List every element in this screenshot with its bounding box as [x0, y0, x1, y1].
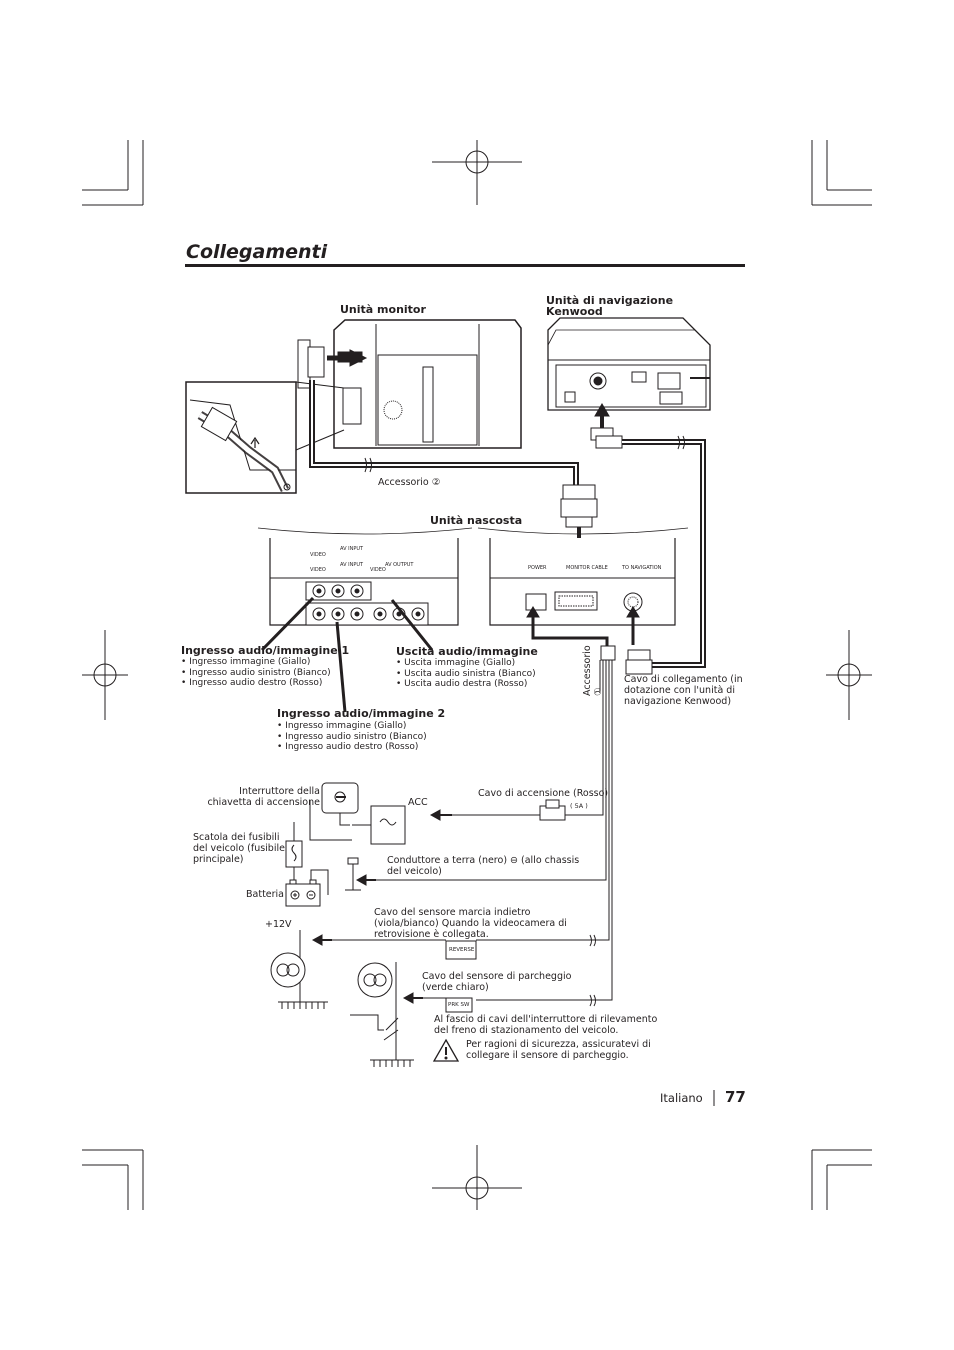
panel-video-3: VIDEO	[370, 567, 386, 573]
av-leader-lines	[260, 596, 434, 713]
panel-av-input: AV INPUT	[340, 562, 364, 568]
monitor-cable-inner	[311, 380, 577, 485]
ground-arrow	[355, 874, 376, 886]
accessory-1-label: Accessorio ①	[582, 645, 604, 696]
registration-mark-right	[826, 630, 872, 720]
monitor-unit	[333, 319, 522, 449]
list-item: Uscita immagine (Giallo)	[396, 658, 536, 669]
acc-arrow	[429, 809, 452, 821]
harness-wires	[360, 660, 613, 1001]
acc-fuse-box	[352, 805, 406, 845]
ignition-switch-label: Interruttore della chiavetta di accensio…	[207, 786, 320, 808]
cable-break-1	[364, 457, 372, 473]
parking-lamp	[350, 962, 414, 1067]
ground-wire-label: Conduttore a terra (nero) ⊖ (allo chassi…	[387, 855, 580, 877]
accessory-2-label: Accessorio ②	[378, 477, 441, 488]
nav-link-cable-inner	[622, 441, 704, 666]
monitor-unit-label: Unità monitor	[340, 303, 426, 316]
list-item: Uscita audio sinistra (Bianco)	[396, 669, 536, 680]
av-input-1-list: Ingresso immagine (Giallo) Ingresso audi…	[181, 657, 331, 689]
cable-breaks-harness	[589, 934, 596, 1007]
list-item: Ingresso immagine (Giallo)	[181, 657, 331, 668]
hidden-unit-right	[477, 527, 689, 626]
panel-av-input-top: AV INPUT	[340, 546, 364, 552]
panel-power: POWER	[528, 565, 547, 571]
panel-monitor-cable: MONITOR CABLE	[566, 565, 608, 571]
warning-icon	[432, 1038, 460, 1062]
parking-arrow	[402, 992, 423, 1004]
plus-12v-label: +12V	[265, 919, 292, 930]
hidden-unit-label: Unità nascosta	[430, 514, 523, 527]
av-output-list: Uscita immagine (Giallo) Uscita audio si…	[396, 658, 536, 690]
list-item: Ingresso audio destro (Rosso)	[277, 742, 427, 753]
ground-screw	[345, 857, 361, 891]
prk-tag: PRK SW	[448, 1002, 470, 1008]
power-harness-lead	[526, 606, 640, 661]
fuse-5a-label: ( 5A )	[570, 802, 588, 810]
cable-break-2	[677, 435, 685, 450]
registration-mark-bottom	[432, 1145, 522, 1210]
av-input-2-label: Ingresso audio/immagine 2	[277, 707, 446, 720]
navigation-unit	[547, 317, 711, 411]
list-item: Ingresso audio destro (Rosso)	[181, 678, 331, 689]
reverse-tag: REVERSE	[449, 947, 475, 953]
registration-mark-top	[432, 140, 522, 205]
brake-harness-label: Al fascio di cavi dell'interruttore di r…	[434, 1014, 658, 1036]
fuse-box-label: Scatola dei fusibili del veicolo (fusibi…	[193, 832, 285, 865]
prk-tag-box	[445, 997, 473, 1013]
reverse-wire-label: Cavo del sensore marcia indietro (viola/…	[374, 907, 567, 940]
battery-symbol	[285, 869, 329, 907]
registration-mark-left	[82, 630, 128, 720]
monitor-connector	[297, 339, 368, 389]
acc-label: ACC	[408, 797, 428, 808]
list-item: Ingresso immagine (Giallo)	[277, 721, 427, 732]
nav-link-plug	[625, 649, 653, 675]
navigation-connector	[590, 403, 623, 449]
panel-video-1: VIDEO	[310, 552, 326, 558]
av-input-1-label: Ingresso audio/immagine 1	[181, 644, 350, 657]
reverse-arrow	[311, 934, 332, 946]
page-title: Collegamenti	[186, 241, 328, 263]
page-number: 77	[725, 1088, 746, 1106]
panel-video-2: VIDEO	[310, 567, 326, 573]
crop-marks	[82, 140, 872, 1210]
vehicle-fuse	[285, 822, 303, 880]
list-item: Uscita audio destra (Rosso)	[396, 679, 536, 690]
reverse-tag-box	[445, 940, 477, 960]
av-input-2-list: Ingresso immagine (Giallo) Ingresso audi…	[277, 721, 427, 753]
ignition-switch	[309, 782, 359, 841]
navigation-unit-label: Unità di navigazione Kenwood	[546, 294, 674, 318]
rca-jacks	[312, 584, 425, 621]
footer-language: Italiano	[660, 1091, 703, 1105]
parking-wire-label: Cavo del sensore di parcheggio (verde ch…	[422, 971, 572, 993]
reverse-lamp	[270, 930, 328, 1009]
list-item: Ingresso audio sinistro (Bianco)	[277, 732, 427, 743]
av-output-label: Uscita audio/immagine	[396, 645, 538, 658]
hidden-unit-left	[257, 527, 473, 626]
link-cable-label: Cavo di collegamento (in dotazione con l…	[624, 674, 743, 707]
detail-zoom-box	[185, 381, 345, 494]
inline-fuse	[539, 799, 566, 821]
battery-label: Batteria	[246, 889, 284, 900]
title-rule	[185, 264, 745, 267]
safety-note: Per ragioni di sicurezza, assicuratevi d…	[466, 1039, 651, 1061]
list-item: Ingresso audio sinistro (Bianco)	[181, 668, 331, 679]
panel-av-output: AV OUTPUT	[385, 562, 414, 568]
panel-to-navigation: TO NAVIGATION	[622, 565, 662, 571]
ignition-cable-label: Cavo di accensione (Rosso)	[478, 788, 609, 799]
